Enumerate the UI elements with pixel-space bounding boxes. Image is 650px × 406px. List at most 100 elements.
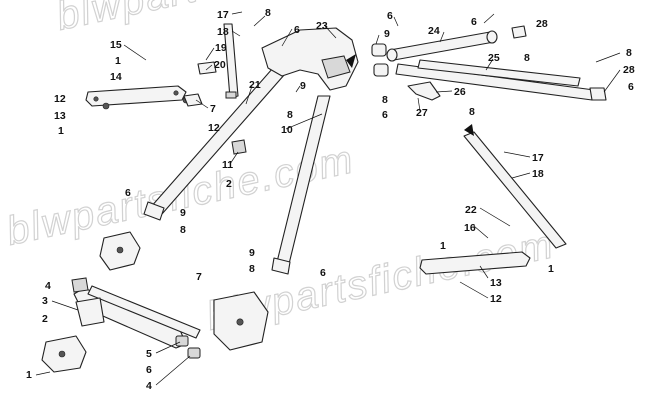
hinge-pivot-bolt (58, 350, 66, 358)
leader-6b (393, 16, 399, 27)
leader-18b (511, 172, 531, 179)
callout-9-upper-a: 9 (384, 28, 390, 40)
callout-1-right-b: 1 (548, 263, 554, 275)
leader-17a (231, 11, 243, 15)
callout-22: 22 (465, 204, 477, 216)
callout-6-upper-a: 6 (294, 24, 300, 36)
callout-1-right-a: 1 (440, 240, 446, 252)
front-direction-arrow-icon-right (464, 124, 474, 136)
brace-end-cap (225, 91, 237, 99)
leader-4b (155, 355, 191, 386)
callout-6-lower: 6 (146, 364, 152, 376)
leader-3 (51, 300, 79, 311)
callout-2-lower: 2 (42, 313, 48, 325)
callout-6-upper-b: 6 (387, 10, 393, 22)
callout-3: 3 (42, 295, 48, 307)
callout-13-lower: 13 (490, 277, 502, 289)
callout-17-right: 17 (532, 152, 544, 164)
callout-20: 20 (214, 59, 226, 71)
leader-8a (253, 15, 266, 27)
hub-mount-tab (321, 55, 351, 79)
leader-22 (479, 207, 511, 227)
mount-plate-3 (75, 297, 105, 327)
callout-16: 16 (464, 222, 476, 234)
callout-5: 5 (146, 348, 152, 360)
callout-1-upper: 1 (115, 55, 121, 67)
callout-8-right-a: 8 (469, 106, 475, 118)
callout-9-left-mid: 9 (180, 207, 186, 219)
brace-bracket-upper-left (85, 85, 187, 107)
hinge-pivot-bolt-center (236, 318, 244, 326)
leader-12c (459, 281, 489, 299)
spacer-sleeve-4 (187, 347, 201, 359)
leader-1e (35, 371, 51, 376)
callout-8-upper-c: 8 (626, 47, 632, 59)
leader-19 (205, 47, 215, 61)
pillar-bottom-sleeve-center (271, 257, 291, 275)
mount-bracket-4-top (71, 277, 89, 293)
callout-21: 21 (249, 79, 261, 91)
leader-8c (595, 52, 621, 63)
leader-28b (603, 69, 621, 93)
leader-24 (439, 31, 445, 43)
leader-6c (483, 13, 495, 24)
nut-upper-left (102, 102, 110, 110)
callout-12-upper: 12 (54, 93, 66, 105)
leader-9b (295, 85, 301, 93)
callout-1-upper-b: 1 (58, 125, 64, 137)
callout-7-lower: 7 (196, 271, 202, 283)
callout-1-lower: 1 (26, 369, 32, 381)
leader-20 (205, 64, 213, 71)
parts-drawing (41, 23, 607, 373)
callout-10: 10 (281, 124, 293, 136)
callout-13-upper: 13 (54, 110, 66, 122)
roof-tube-upper-end (386, 48, 398, 62)
callout-12-upper-b: 12 (208, 122, 220, 134)
callout-28-upper: 28 (536, 18, 548, 30)
callout-6-center: 6 (320, 267, 326, 279)
callout-4-lower: 4 (146, 380, 152, 392)
leader-10 (285, 113, 323, 130)
leader-18a (231, 30, 241, 37)
bolt-upper-left-a (93, 96, 99, 102)
roof-cap-28-top (511, 25, 527, 39)
spacer-sleeve-5 (175, 335, 189, 347)
leader-26 (435, 90, 453, 93)
callout-7-upper: 7 (210, 103, 216, 115)
leader-7a (195, 99, 209, 109)
front-direction-arrow-icon (346, 54, 356, 68)
roof-tube-upper-end-right (486, 30, 498, 44)
callout-11: 11 (222, 159, 233, 171)
bolt-upper-left-b (173, 90, 179, 96)
callout-26: 26 (454, 86, 466, 98)
callout-labels: 17 18 8 6 23 6 24 6 28 15 19 9 8 25 8 1 … (26, 7, 635, 392)
roof-cap-28-right (589, 87, 607, 101)
leader-11 (229, 151, 239, 165)
callout-6-mid: 6 (382, 109, 388, 121)
front-crossbar-lower-web (87, 285, 201, 339)
callout-2-mid: 2 (226, 178, 232, 190)
callout-8-mid-b: 8 (382, 94, 388, 106)
roof-tube-lower-second (417, 59, 581, 87)
pillar-bottom-sleeve-left (143, 201, 165, 221)
leader-23 (324, 25, 337, 39)
callout-8-upper-a: 8 (265, 7, 271, 19)
leader-5 (155, 341, 181, 354)
leader-25 (485, 58, 494, 71)
mount-bracket-26 (407, 81, 441, 101)
callout-9-center: 9 (249, 247, 255, 259)
leader-27 (417, 97, 421, 112)
leader-17b (503, 151, 531, 158)
callout-6-right: 6 (628, 81, 634, 93)
callout-17-upper: 17 (217, 9, 229, 21)
leader-21 (245, 85, 253, 105)
callout-18-upper: 18 (217, 26, 229, 38)
callout-24: 24 (428, 25, 440, 37)
callout-19: 19 (215, 42, 227, 54)
brace-bracket-lower-right (419, 251, 531, 275)
callout-8-center: 8 (249, 263, 255, 275)
callout-8-upper-b: 8 (524, 52, 530, 64)
callout-9-upper-b: 9 (300, 80, 306, 92)
leader-13b (479, 265, 489, 279)
